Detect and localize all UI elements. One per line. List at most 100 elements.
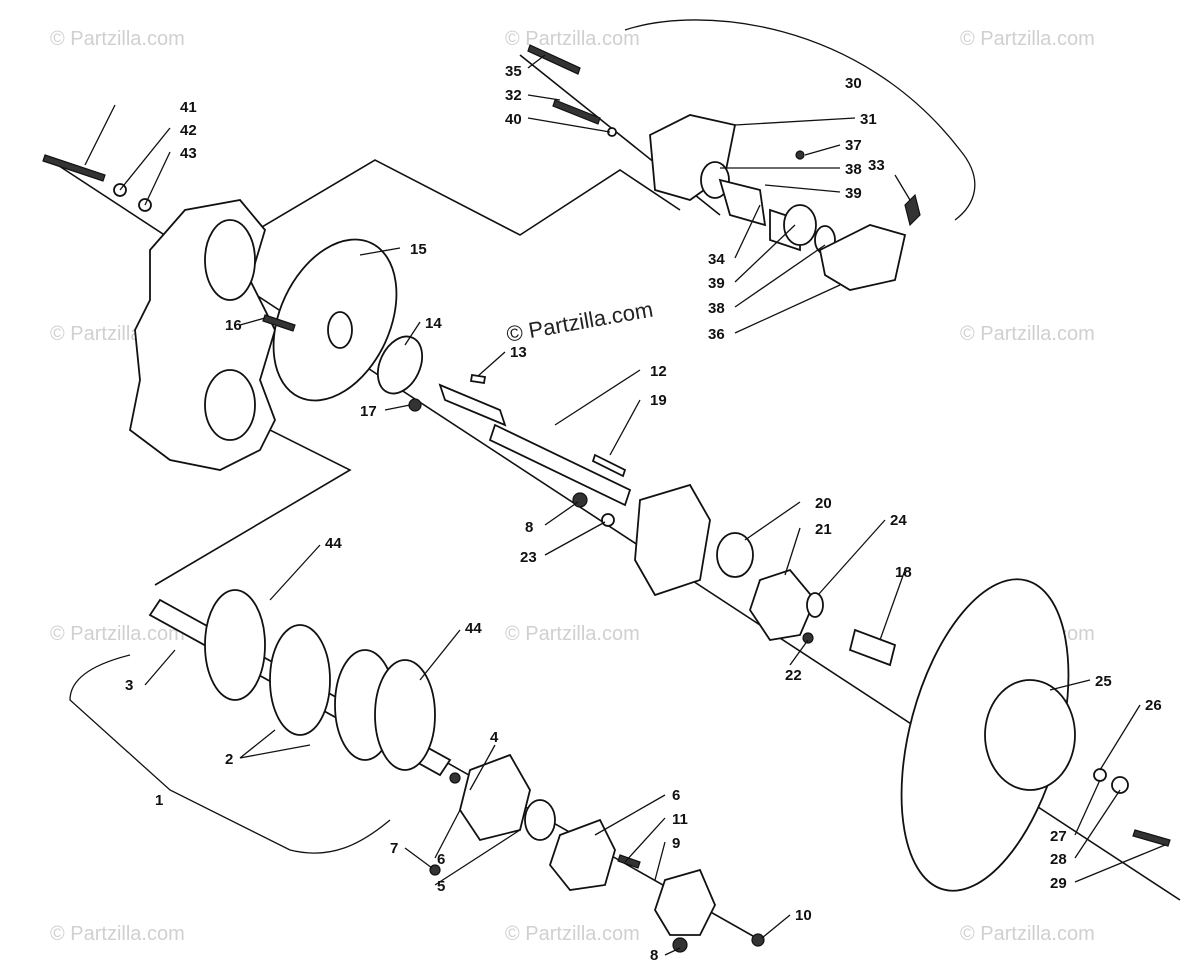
callout-8-upper: 8 — [525, 519, 533, 536]
callout-11: 11 — [672, 811, 688, 828]
leader-24 — [817, 519, 886, 596]
callout-16: 16 — [225, 317, 242, 334]
callout-25: 25 — [1095, 673, 1112, 690]
callout-30: 30 — [845, 75, 862, 92]
nut-8-upper — [572, 492, 588, 508]
leader-9 — [654, 841, 666, 881]
leader-5 — [434, 829, 521, 886]
nut-8-lower — [672, 937, 688, 953]
callout-2: 2 — [225, 751, 233, 768]
callout-6-lower: 6 — [437, 851, 445, 868]
watermark-bottom-center: © Partzilla.com — [505, 923, 640, 945]
chaincase-housing — [129, 199, 276, 471]
leader-26 — [1099, 704, 1141, 771]
leader-37 — [804, 144, 841, 156]
leader-44-top — [269, 544, 321, 601]
callout-3: 3 — [125, 677, 133, 694]
leader-17 — [384, 404, 411, 411]
watermark-mid-right: © Partzilla.com — [960, 323, 1095, 345]
callout-39-upper: 39 — [845, 185, 862, 202]
bolt-41 — [42, 154, 106, 182]
callout-41: 41 — [180, 99, 197, 116]
leader-28 — [1074, 789, 1121, 859]
brake-pad-1 — [718, 178, 767, 227]
callout-21: 21 — [815, 521, 832, 538]
leader-36 — [734, 284, 841, 334]
chaincase-upper-bore — [204, 219, 256, 301]
callout-43: 43 — [180, 145, 197, 162]
callout-5: 5 — [437, 878, 445, 895]
leader-19 — [609, 399, 641, 456]
callout-35: 35 — [505, 63, 522, 80]
leader-32 — [527, 94, 561, 101]
callout-18: 18 — [895, 564, 912, 581]
leader-33 — [894, 174, 911, 201]
leader-11 — [624, 817, 666, 863]
leader-6a — [434, 809, 461, 859]
callout-44-top: 44 — [325, 535, 342, 552]
leader-7 — [404, 847, 433, 869]
drive-sprocket-4 — [374, 659, 436, 771]
callout-20: 20 — [815, 495, 832, 512]
callout-27: 27 — [1050, 828, 1067, 845]
drive-sprocket-2 — [269, 624, 331, 736]
leader-12 — [554, 369, 641, 426]
fasteners — [42, 44, 1171, 953]
pin-35 — [527, 44, 581, 75]
leader-8 — [544, 501, 579, 526]
leader-21 — [784, 527, 801, 576]
watermark-low-center: © Partzilla.com — [505, 623, 640, 645]
leader-4 — [469, 744, 496, 791]
bolt-7 — [429, 864, 441, 876]
leader-10 — [761, 914, 791, 939]
pin-37 — [795, 150, 805, 160]
leader-lines — [84, 54, 1166, 956]
callout-9: 9 — [672, 835, 680, 852]
group-30-bracket — [624, 19, 976, 221]
watermark-top-right: © Partzilla.com — [960, 28, 1095, 50]
callout-29: 29 — [1050, 875, 1067, 892]
watermark-bottom-right: © Partzilla.com — [960, 923, 1095, 945]
leader-2 — [239, 729, 311, 759]
callout-32: 32 — [505, 87, 522, 104]
jackshaft — [438, 383, 632, 507]
leader-41 — [84, 104, 116, 166]
bolt-10 — [751, 933, 765, 947]
nut-17 — [408, 398, 422, 412]
driven-pulley — [900, 578, 1076, 892]
caliper-connector — [239, 159, 681, 241]
callout-34: 34 — [708, 251, 725, 268]
callout-8-lower: 8 — [650, 947, 658, 964]
callout-19: 19 — [650, 392, 667, 409]
leader-22 — [789, 639, 809, 666]
callout-33: 33 — [868, 157, 885, 174]
washer-28 — [1111, 776, 1129, 794]
washer-23 — [601, 513, 615, 527]
callout-28: 28 — [1050, 851, 1067, 868]
key — [591, 453, 627, 478]
caliper-assembly — [649, 114, 921, 291]
callout-1: 1 — [155, 792, 163, 809]
end-cap-9 — [654, 868, 716, 936]
watermark-center: © Partzilla.com — [505, 297, 655, 347]
callout-10: 10 — [795, 907, 812, 924]
callout-4: 4 — [490, 729, 499, 746]
flange-6 — [548, 818, 616, 891]
callout-6-upper: 6 — [672, 787, 680, 804]
callout-14: 14 — [425, 315, 442, 332]
leader-15 — [359, 247, 401, 256]
leader-43 — [144, 151, 171, 206]
piston-39b — [783, 204, 817, 246]
leader-35 — [527, 54, 546, 69]
bolt-29 — [1132, 829, 1171, 847]
leader-16 — [239, 317, 266, 326]
caliper-half-36 — [818, 224, 907, 291]
callout-38-lower: 38 — [708, 300, 725, 317]
leader-44-mid — [419, 629, 461, 681]
bearing-housing-4 — [459, 753, 531, 842]
callout-39-lower: 39 — [708, 275, 725, 292]
leader-18 — [879, 569, 906, 641]
callout-38-upper: 38 — [845, 161, 862, 178]
flange-21 — [749, 568, 817, 641]
